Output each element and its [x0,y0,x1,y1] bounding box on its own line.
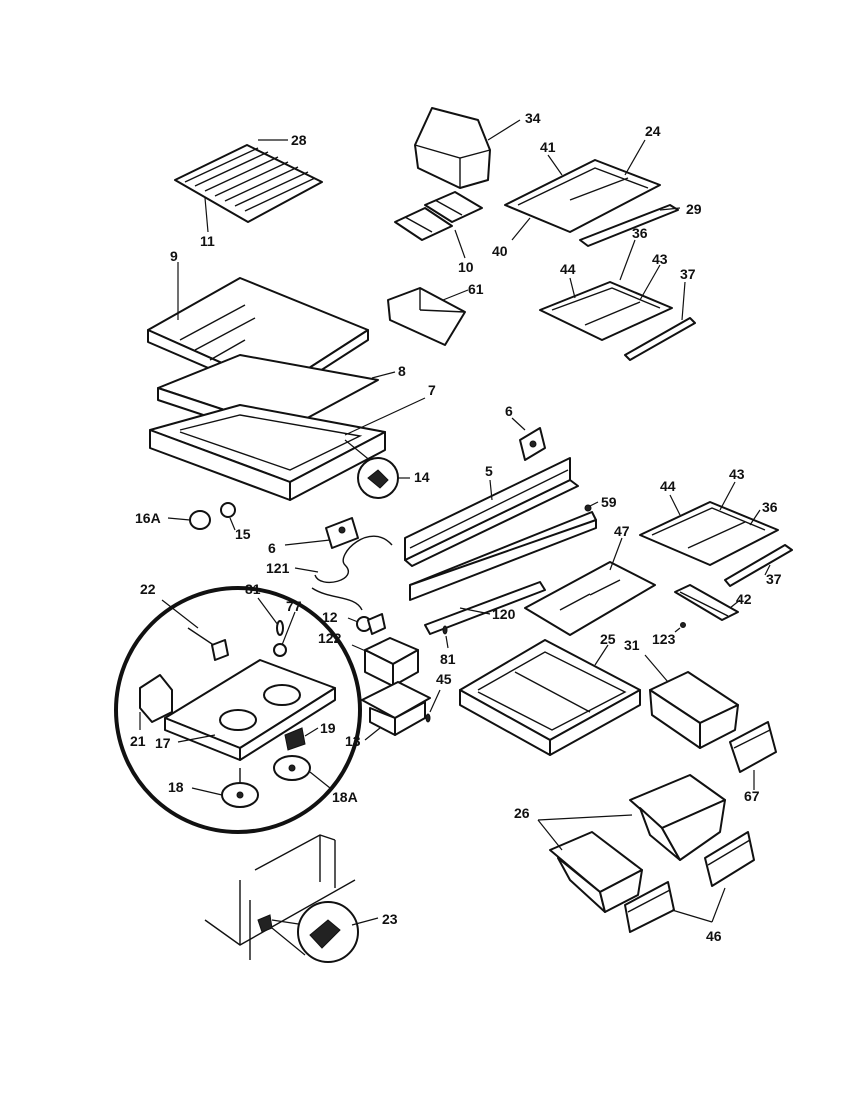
callout-123: 123 [652,631,676,647]
light-shield-part-122 [351,637,419,687]
callout-5: 5 [485,463,493,479]
detail-part-14 [344,439,410,499]
callout-34: 34 [525,110,541,126]
crisper-frame-part-25 [459,639,641,756]
control-knob-part-16A [167,502,236,531]
callout-22: 22 [140,581,156,597]
callout-6a: 6 [505,403,513,419]
callout-41: 41 [540,139,556,155]
callout-44a: 44 [560,261,576,277]
control-assembly-detail-circle [114,586,362,834]
screw-part-59 [584,501,599,512]
callout-26: 26 [514,805,530,821]
ice-trays-part-10 [394,191,483,259]
glass-shelf-part-43 [539,239,696,361]
callout-47: 47 [614,523,630,539]
callout-12: 12 [322,609,338,625]
wire-harness-part-121 [294,535,393,611]
callout-23: 23 [382,911,398,927]
light-housing-part-13 [361,681,431,741]
callout-37a: 37 [680,266,696,282]
rail-part-120 [409,511,597,635]
callout-45: 45 [436,671,452,687]
detail-part-23 [204,834,379,963]
crisper-frame-part-7 [149,397,426,501]
rail-part-5 [404,457,579,567]
callout-120: 120 [492,606,516,622]
callout-122: 122 [318,630,342,646]
glass-panel-part-47 [524,537,656,636]
callout-18A: 18A [332,789,358,805]
callout-121: 121 [266,560,290,576]
leader-lines-part-46 [671,887,726,923]
callout-8: 8 [398,363,406,379]
callout-36b: 36 [762,499,778,515]
crisper-drawer-part-26-lower [549,831,643,913]
bracket-part-6-upper [511,417,546,461]
crisper-drawer-part-26-upper [629,774,726,861]
glass-shelf-part-24 [504,139,681,247]
bracket-part-6-lower [284,517,359,549]
callout-44b: 44 [660,478,676,494]
callout-31: 31 [624,637,640,653]
callout-37b: 37 [766,571,782,587]
bracket-part-61 [387,287,469,346]
callout-18: 18 [168,779,184,795]
leader-lines-part-26 [537,814,633,851]
callout-40: 40 [492,243,508,259]
callout-36a: 36 [632,225,648,241]
callout-21: 21 [130,733,146,749]
callout-14: 14 [414,469,430,485]
callout-28: 28 [291,132,307,148]
callout-61: 61 [468,281,484,297]
callout-9: 9 [170,248,178,264]
callout-67: 67 [744,788,760,804]
callout-24: 24 [645,123,661,139]
callout-43a: 43 [652,251,668,267]
screw-part-81-middle [442,625,449,649]
callout-7: 7 [428,382,436,398]
callout-81a: 81 [245,581,261,597]
callout-16A: 16A [135,510,161,526]
callout-46: 46 [706,928,722,944]
callout-17: 17 [155,735,171,751]
callout-81b: 81 [440,651,456,667]
callout-42: 42 [736,591,752,607]
callout-13: 13 [345,733,361,749]
callout-19: 19 [320,720,336,736]
callout-25: 25 [600,631,616,647]
callout-43b: 43 [729,466,745,482]
wire-shelf-part-11 [174,139,323,233]
callout-77: 77 [286,598,302,614]
lamp-socket-part-12 [347,613,386,635]
drawer-part-31 [644,654,739,749]
door-bin-part-34 [414,107,521,189]
callout-6b: 6 [268,540,276,556]
callout-29: 29 [686,201,702,217]
drawer-cover-part-67 [729,721,777,790]
drawer-cover-part-46-upper [704,831,755,887]
screw-part-45 [425,689,441,723]
callout-15: 15 [235,526,251,542]
slide-rail-part-42 [674,584,741,633]
callout-59: 59 [601,494,617,510]
glass-shelf-lower-right [639,481,793,587]
callout-10: 10 [458,259,474,275]
callout-labels: 28 11 34 24 41 10 29 40 9 36 43 44 37 61… [130,110,782,944]
callout-11: 11 [200,233,215,249]
